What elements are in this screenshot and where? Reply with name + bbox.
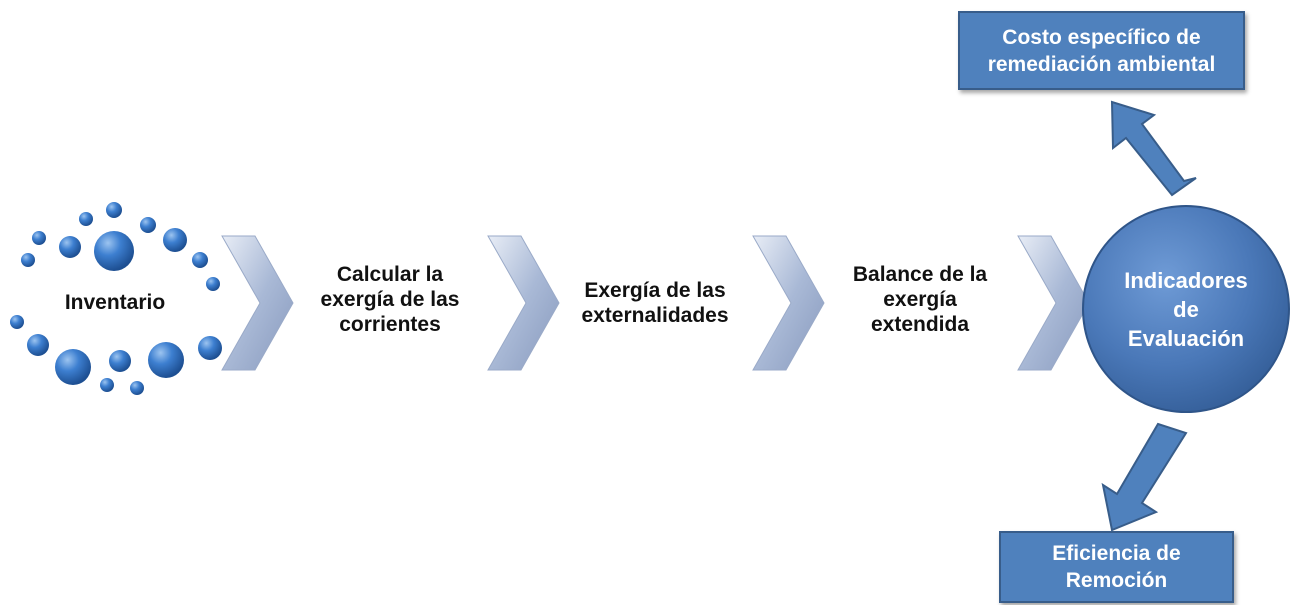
dot bbox=[21, 253, 35, 267]
arrow-to-top-output bbox=[1110, 100, 1197, 197]
step-exergia-externalidades: Exergía de las externalidades bbox=[581, 279, 729, 327]
evaluation-label: Indicadores de Evaluación bbox=[1124, 268, 1248, 351]
output-box-eficiencia: Eficiencia de Remoción bbox=[999, 531, 1234, 603]
arrow-to-bottom-output bbox=[1101, 422, 1188, 532]
dot bbox=[100, 378, 114, 392]
dot bbox=[198, 336, 222, 360]
dot bbox=[206, 277, 220, 291]
dot bbox=[32, 231, 46, 245]
output-box-costo: Costo específico de remediación ambienta… bbox=[958, 11, 1245, 90]
dot bbox=[130, 381, 144, 395]
step-inventario: Inventario bbox=[64, 291, 166, 314]
dot bbox=[27, 334, 49, 356]
evaluation-circle bbox=[1082, 205, 1290, 413]
chevron-arrow-2 bbox=[487, 235, 560, 371]
dot bbox=[59, 236, 81, 258]
step-balance-exergia: Balance de la exergía extendida bbox=[852, 263, 988, 336]
dot bbox=[55, 349, 91, 385]
chevron-arrow-3 bbox=[752, 235, 825, 371]
dot bbox=[140, 217, 156, 233]
dot bbox=[148, 342, 184, 378]
dot bbox=[106, 202, 122, 218]
dot bbox=[192, 252, 208, 268]
inventario-dot-ring bbox=[10, 202, 222, 395]
dot bbox=[163, 228, 187, 252]
dot bbox=[10, 315, 24, 329]
dot bbox=[94, 231, 134, 271]
dot bbox=[109, 350, 131, 372]
dot bbox=[79, 212, 93, 226]
step-calcular-exergia: Calcular la exergía de las corrientes bbox=[320, 263, 460, 336]
chevron-arrow-1 bbox=[221, 235, 294, 371]
chevron-arrow-4 bbox=[1017, 235, 1090, 371]
